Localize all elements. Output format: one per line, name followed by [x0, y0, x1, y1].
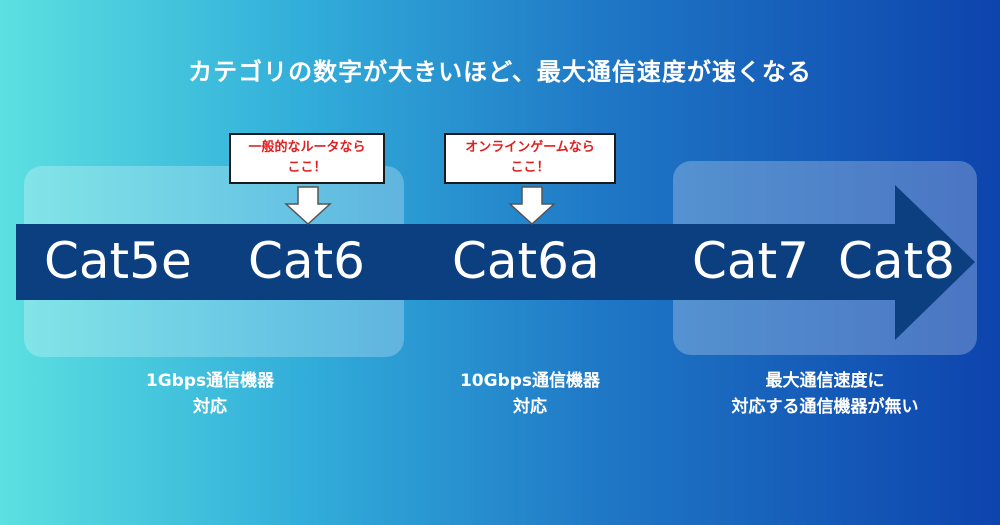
category-label-cat6: Cat6: [248, 232, 365, 290]
callout-line-1: 一般的なルータなら: [248, 140, 366, 155]
category-label-cat5e: Cat5e: [44, 232, 192, 290]
description-line-2: 対応: [513, 397, 547, 417]
description-line-1: 1Gbps通信機器: [145, 371, 275, 391]
description-line-1: 最大通信速度に: [765, 371, 885, 391]
description-line-1: 10Gbps通信機器: [459, 371, 601, 391]
description-line-2: 対応: [193, 397, 227, 417]
down-arrow-icon: [508, 186, 556, 226]
page-title: カテゴリの数字が大きいほど、最大通信速度が速くなる: [188, 58, 812, 86]
category-label-cat7: Cat7: [692, 232, 809, 290]
category-label-cat6a: Cat6a: [452, 232, 600, 290]
callout-online-game: オンラインゲームなら ここ！: [444, 133, 616, 184]
description-1gbps: 1Gbps通信機器 対応: [110, 368, 310, 420]
callout-line-2: ここ！: [287, 160, 327, 175]
callout-line-1: オンラインゲームなら: [465, 140, 595, 155]
description-max-speed: 最大通信速度に 対応する通信機器が無い: [690, 368, 960, 420]
callout-line-2: ここ！: [510, 160, 550, 175]
description-line-2: 対応する通信機器が無い: [731, 397, 919, 417]
description-10gbps: 10Gbps通信機器 対応: [420, 368, 640, 420]
callout-general-router: 一般的なルータなら ここ！: [229, 133, 385, 184]
category-label-cat8: Cat8: [838, 232, 955, 290]
down-arrow-icon: [284, 186, 332, 226]
